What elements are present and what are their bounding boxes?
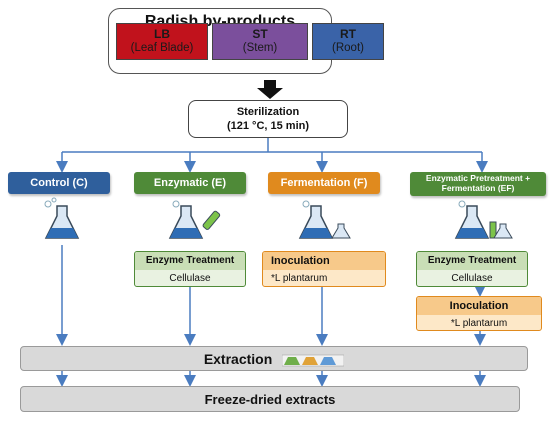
ef-header: Enzymatic Pretreatment + Fermentation (E… [410, 172, 546, 196]
control-header: Control (C) [8, 172, 110, 194]
extraction-bar: Extraction [20, 346, 528, 371]
enzyme-treatment-title: Enzyme Treatment [135, 252, 245, 270]
flask-fermentation-icon [298, 200, 351, 239]
ef-label-line2: Fermentation (EF) [441, 183, 515, 193]
flask-icon [44, 197, 80, 239]
inoculation-box-ef: Inoculation *L plantarum [416, 296, 542, 331]
main-down-arrow [257, 80, 283, 99]
inoculation-title: Inoculation [263, 252, 385, 270]
enzymatic-header: Enzymatic (E) [134, 172, 246, 194]
inoculation-title-ef: Inoculation [417, 297, 541, 315]
enzyme-treatment-box-e: Enzyme Treatment Cellulase [134, 251, 246, 287]
extraction-label: Extraction [203, 351, 273, 367]
part-abbr-lb: LB [154, 27, 170, 41]
freeze-dried-bar: Freeze-dried extracts [20, 386, 520, 412]
part-stem: ST (Stem) [212, 23, 308, 60]
control-label: Control (C) [30, 177, 88, 189]
enzyme-treatment-box-ef: Enzyme Treatment Cellulase [416, 251, 528, 287]
flask-enzyme-icon [168, 200, 221, 239]
part-name-rt: (Root) [332, 42, 364, 54]
part-leaf-blade: LB (Leaf Blade) [116, 23, 208, 60]
part-name-lb: (Leaf Blade) [130, 42, 194, 54]
inoculation-sub: *L plantarum [271, 273, 328, 284]
fermentation-label: Fermentation (F) [280, 177, 368, 189]
sterilization-label: Sterilization [236, 106, 300, 118]
enzyme-treatment-sub: Cellulase [169, 273, 211, 284]
vials-icon [281, 355, 345, 367]
freeze-dried-label: Freeze-dried extracts [204, 392, 336, 407]
sterilization-conditions: (121 °C, 15 min) [226, 120, 310, 132]
flask-ef-icon [454, 200, 513, 239]
part-abbr-rt: RT [340, 27, 356, 41]
inoculation-sub-ef: *L plantarum [450, 318, 508, 329]
enzyme-treatment-sub-ef: Cellulase [451, 273, 493, 284]
part-root: RT (Root) [312, 23, 384, 60]
enzyme-treatment-title-ef: Enzyme Treatment [417, 252, 527, 270]
enzymatic-label: Enzymatic (E) [153, 177, 227, 189]
fermentation-header: Fermentation (F) [268, 172, 380, 194]
sterilization-box: Sterilization (121 °C, 15 min) [188, 100, 348, 138]
ef-label-line1: Enzymatic Pretreatment + [425, 173, 531, 183]
inoculation-box-f: Inoculation *L plantarum [262, 251, 386, 287]
part-abbr-st: ST [252, 27, 268, 41]
part-name-st: (Stem) [242, 42, 278, 54]
